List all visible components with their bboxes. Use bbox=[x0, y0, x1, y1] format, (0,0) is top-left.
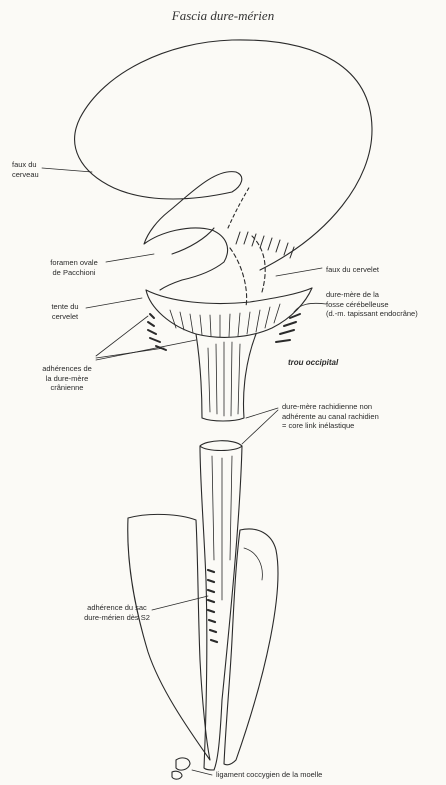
label-adherences-dure-mere: adhérences de la dure-mère crânienne bbox=[38, 364, 96, 393]
falx-cerebelli-hatching bbox=[236, 232, 294, 258]
label-dure-mere-fosse: dure-mère de la fosse cérébelleuse (d.-m… bbox=[326, 290, 418, 319]
label-adherence-sac: adhérence du sac dure-mérien dès S2 bbox=[78, 603, 156, 622]
label-tente-du-cervelet: tente du cervelet bbox=[44, 302, 86, 321]
tentorium-shape bbox=[146, 288, 312, 304]
lower-dural-tube bbox=[200, 441, 242, 770]
s2-adhesion-hatching bbox=[208, 570, 217, 642]
label-faux-du-cerveau: faux du cerveau bbox=[12, 160, 39, 179]
cranial-adhesion-left bbox=[148, 314, 166, 350]
label-dure-mere-rachidienne: dure-mère rachidienne non adhérente au c… bbox=[282, 402, 379, 431]
label-trou-occipital: trou occipital bbox=[288, 358, 338, 368]
sacrum-right-shape bbox=[224, 529, 278, 765]
upper-dural-tube bbox=[196, 334, 256, 421]
label-ligament-coccygien: ligament coccygien de la moelle bbox=[216, 770, 322, 780]
label-foramen-ovale: foramen ovale de Pacchioni bbox=[42, 258, 106, 277]
label-faux-du-cervelet: faux du cervelet bbox=[326, 265, 379, 275]
falx-cerebri-shape bbox=[75, 40, 372, 290]
sacrum-left-shape bbox=[128, 514, 210, 760]
